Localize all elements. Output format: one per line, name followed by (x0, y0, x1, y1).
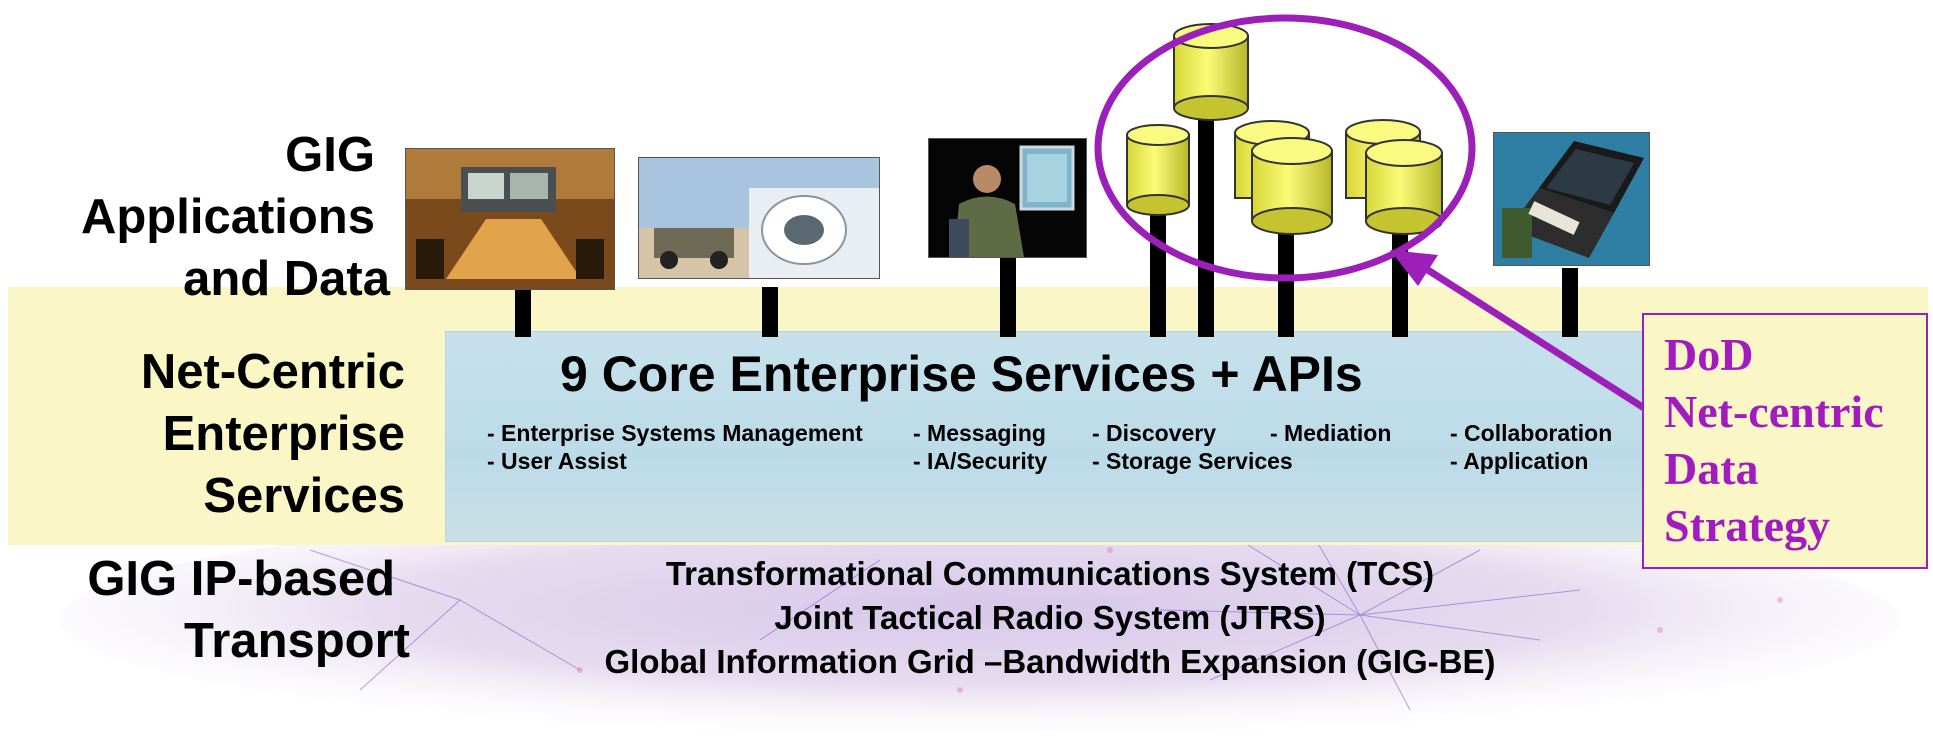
service-item: - User Assist (487, 448, 627, 474)
transport-system: Joint Tactical Radio System (JTRS) (774, 599, 1326, 636)
strategy-line: Strategy (1664, 500, 1831, 551)
data-strategy-ellipse (1094, 14, 1476, 282)
service-item: - Collaboration (1450, 420, 1613, 446)
services-layer-label: Net-Centric Enterprise Services (20, 341, 405, 527)
strategy-line: DoD (1664, 329, 1754, 380)
strategy-line: Net-centric (1664, 386, 1884, 437)
service-item: - Messaging (913, 420, 1046, 446)
data-strategy-box (1642, 313, 1928, 569)
transport-system: Transformational Communications System (… (665, 555, 1435, 592)
soldier-workstation-photo (928, 138, 1087, 258)
conference-room-photo (405, 148, 615, 290)
services-label-line: Net-Centric (140, 345, 405, 399)
service-item: - Application (1450, 448, 1589, 474)
applications-label-line: and Data (183, 252, 390, 306)
connector-stem (515, 289, 531, 337)
service-item: - Storage Services (1092, 448, 1293, 474)
connector-stem (1562, 268, 1578, 337)
applications-label-line: Applications (80, 190, 375, 244)
services-label-line: Services (203, 469, 405, 523)
core-services-title: 9 Core Enterprise Services + APIs (560, 346, 1363, 402)
database-cylinder-icon (1126, 124, 1190, 216)
connector-stem (1198, 105, 1214, 337)
data-repositories (1126, 23, 1443, 235)
data-strategy-label: DoD Net-centric Data Strategy (1664, 326, 1884, 554)
applications-layer-label: GIG Applications and Data (20, 124, 390, 310)
transport-label-line: GIG IP-based (87, 552, 395, 606)
connector-stem (1000, 255, 1016, 337)
strategy-line: Data (1664, 443, 1759, 494)
database-cylinder-icon (1251, 137, 1333, 235)
database-cylinder-icon (1365, 139, 1443, 235)
military-vehicle-photo (638, 157, 880, 279)
database-cylinder-icon (1173, 23, 1249, 121)
transport-layer-label: GIG IP-based Transport (20, 548, 410, 672)
network-cloud (60, 520, 1900, 735)
strategy-arrow (1390, 250, 1654, 416)
connector-stem (762, 287, 778, 337)
core-services-box (445, 331, 1647, 542)
service-item: - IA/Security (913, 448, 1048, 474)
applications-label-line: GIG (285, 128, 375, 182)
services-label-line: Enterprise (162, 407, 405, 461)
service-item: - Discovery (1092, 420, 1217, 446)
transport-system: Global Information Grid –Bandwidth Expan… (604, 643, 1496, 680)
service-item: - Enterprise Systems Management (487, 420, 863, 446)
laptop-photo (1493, 132, 1650, 266)
transport-label-line: Transport (184, 614, 410, 668)
service-item: - Mediation (1270, 420, 1392, 446)
